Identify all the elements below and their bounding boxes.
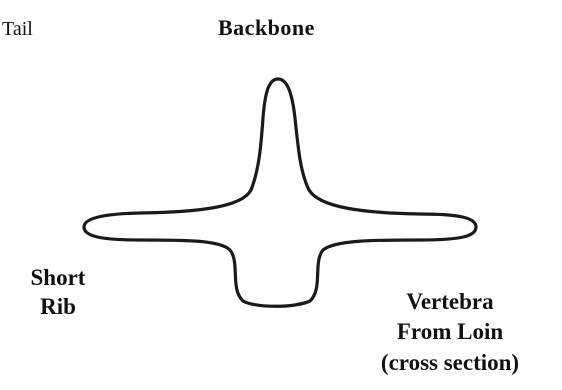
vertebra-outline bbox=[84, 79, 476, 306]
